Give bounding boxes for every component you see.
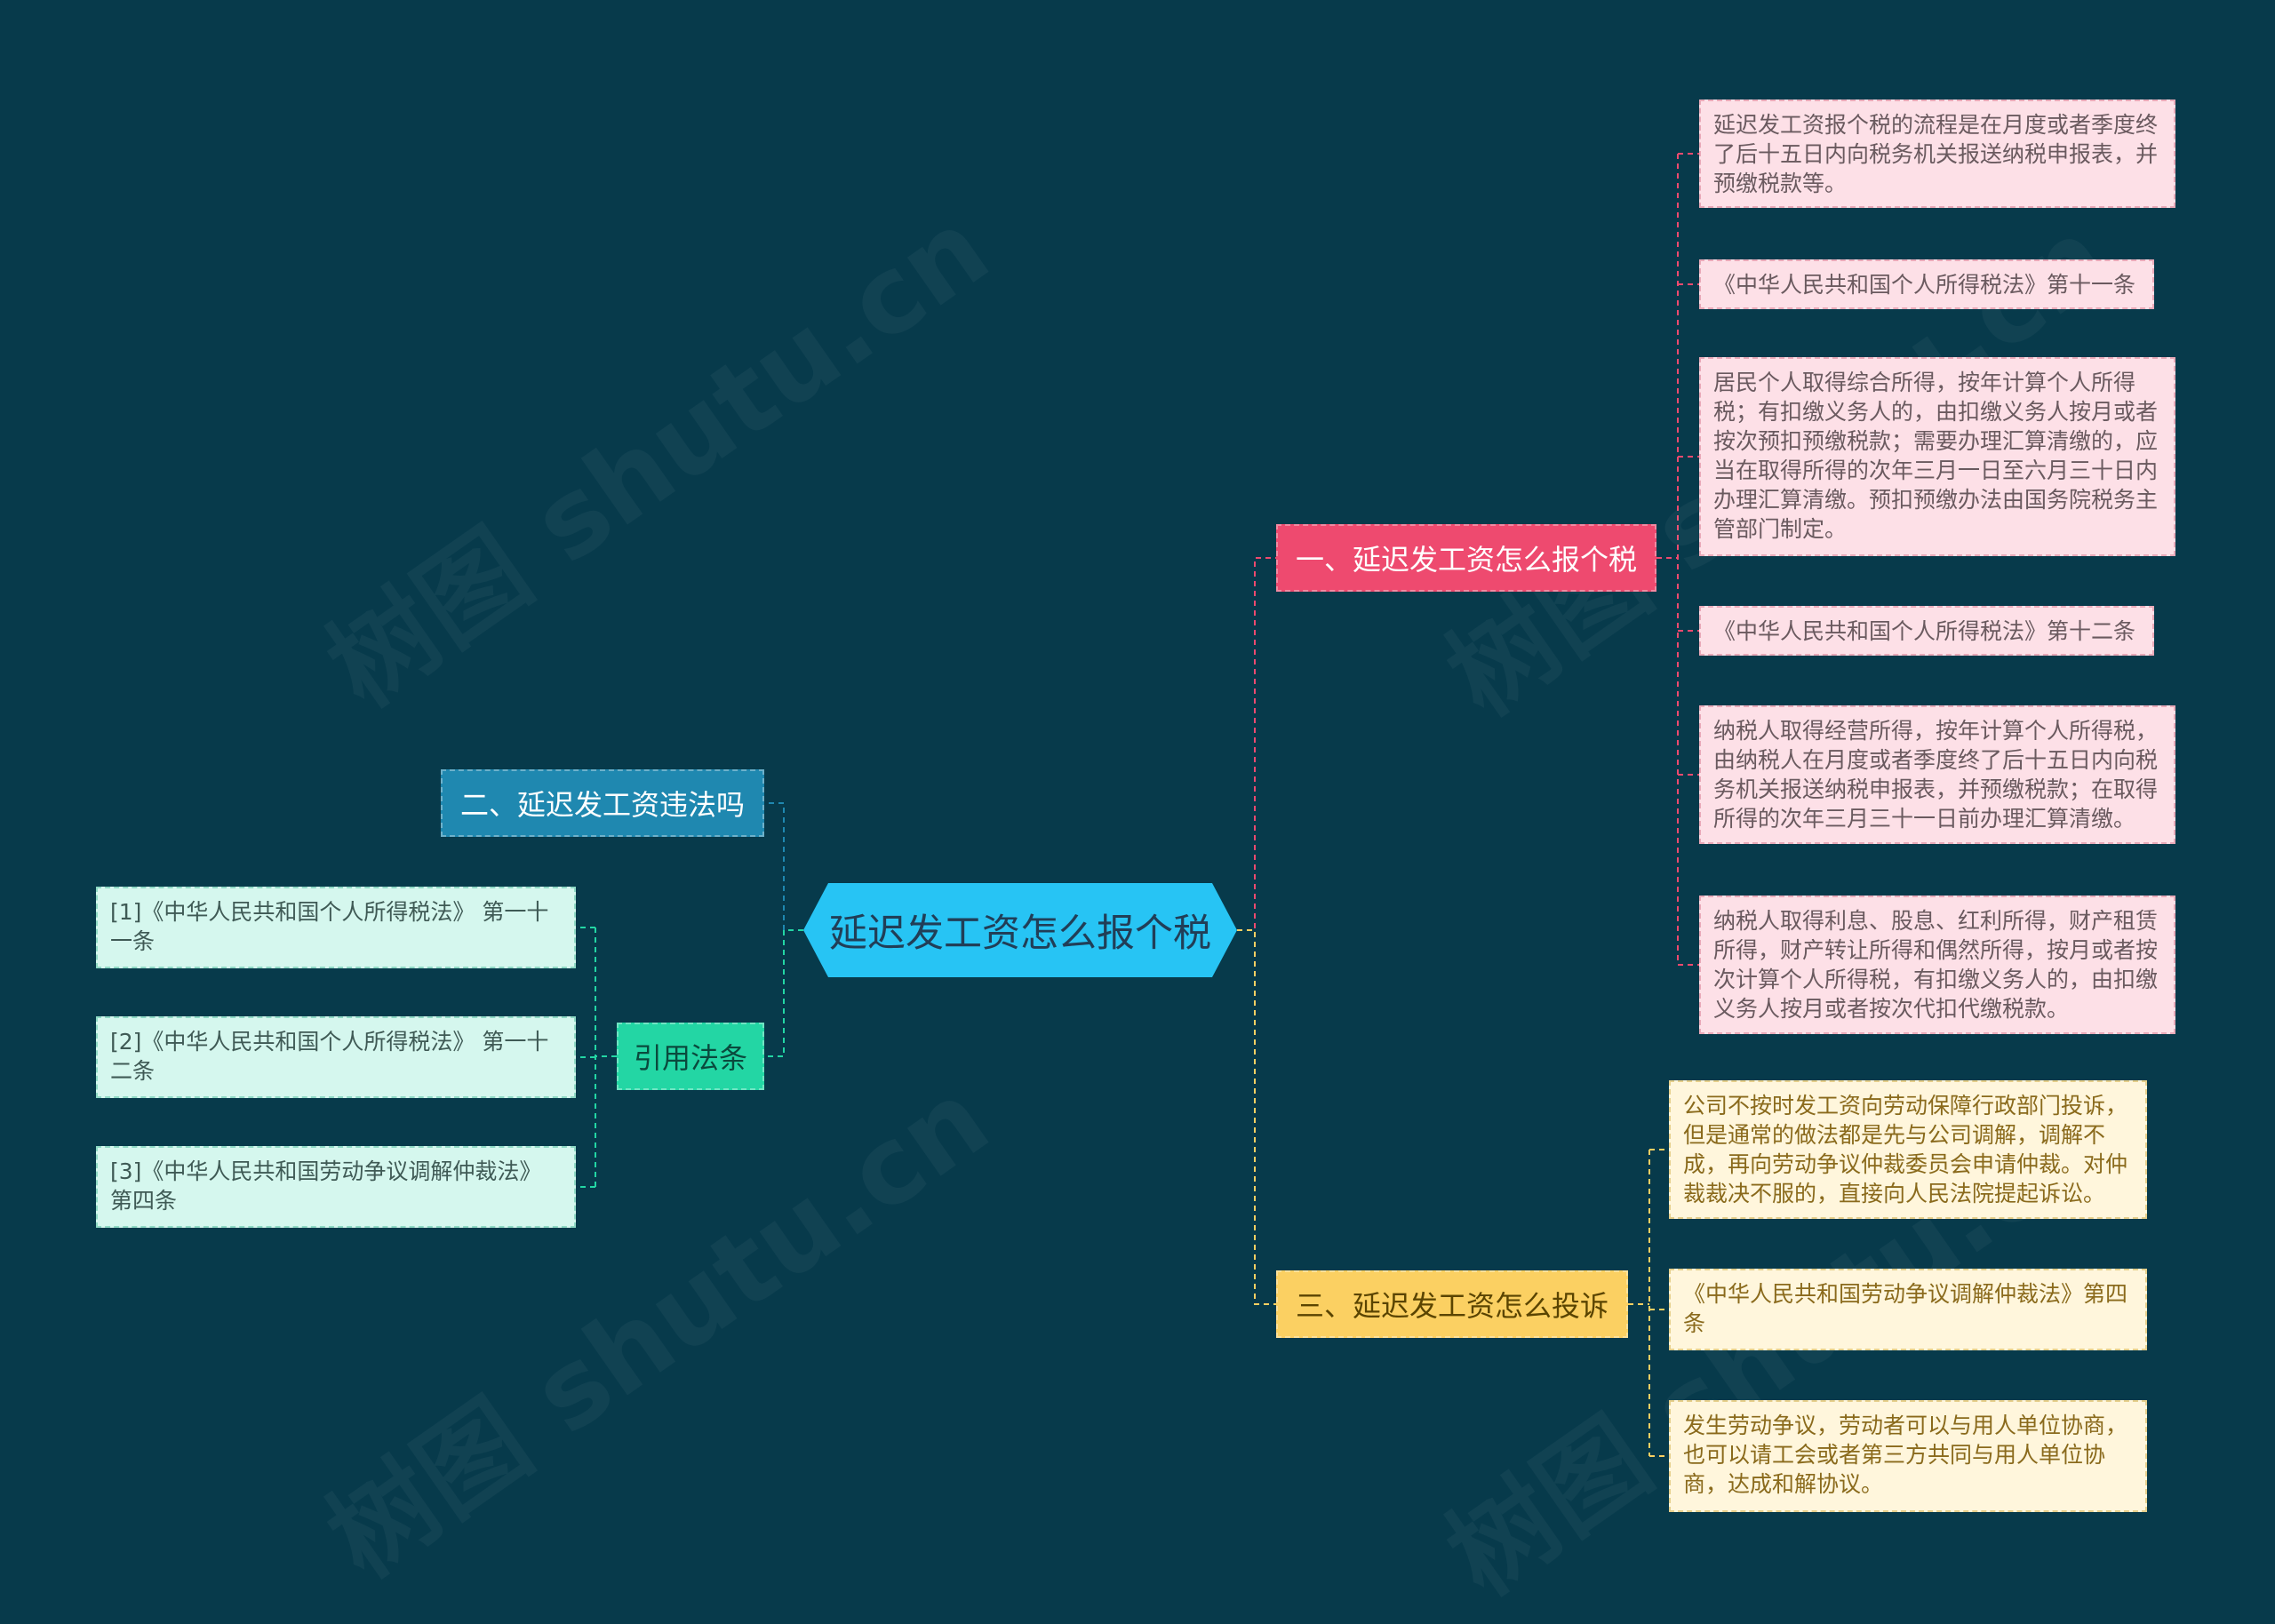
branch-topic-cited-laws[interactable]: 引用法条: [617, 1023, 764, 1090]
connector-central-branch-4: [764, 929, 803, 1057]
branch-topic-label: 三、延迟发工资怎么投诉: [1295, 1289, 1608, 1323]
leaf-topic-text: 《中华人民共和国劳动争议调解仲裁法》第四条: [1683, 1281, 2128, 1336]
leaf-topic[interactable]: 《中华人民共和国劳动争议调解仲裁法》第四条: [1669, 1269, 2147, 1350]
leaf-topic-text: 公司不按时发工资向劳动保障行政部门投诉，但是通常的做法都是先与公司调解，调解不成…: [1683, 1093, 2128, 1206]
leaf-topic-text: 《中华人民共和国个人所得税法》第十一条: [1713, 272, 2136, 298]
central-topic-label: 延迟发工资怎么报个税: [829, 912, 1211, 956]
branch-topic-label: 二、延迟发工资违法吗: [459, 788, 745, 822]
leaf-topic-text: 居民个人取得综合所得，按年计算个人所得税；有扣缴义务人的，由扣缴义务人按月或者按…: [1713, 370, 2159, 542]
leaf-topic-text: 延迟发工资报个税的流程是在月度或者季度终了后十五日内向税务机关报送纳税申报表，并…: [1713, 112, 2159, 196]
leaf-topic-text: 纳税人取得利息、股息、红利所得，财产租赁所得，财产转让所得和偶然所得，按月或者按…: [1713, 908, 2159, 1022]
branch-topic-is-it-illegal[interactable]: 二、延迟发工资违法吗: [441, 769, 764, 837]
leaf-topic-text: 《中华人民共和国个人所得税法》第十二条: [1713, 618, 2136, 644]
leaf-topic[interactable]: 发生劳动争议，劳动者可以与用人单位协商，也可以请工会或者第三方共同与用人单位协商…: [1669, 1400, 2147, 1512]
leaf-topic-text: 纳税人取得经营所得，按年计算个人所得税，由纳税人在月度或者季度终了后十五日内向税…: [1713, 718, 2159, 832]
leaf-topic[interactable]: 《中华人民共和国个人所得税法》第十一条: [1699, 259, 2154, 309]
leaf-topic-text: 发生劳动争议，劳动者可以与用人单位协商，也可以请工会或者第三方共同与用人单位协商…: [1683, 1413, 2128, 1497]
branch-topic-label: 引用法条: [633, 1041, 747, 1075]
leaf-topic-text: [3]《中华人民共和国劳动争议调解仲裁法》 第四条: [110, 1158, 542, 1214]
central-topic[interactable]: 延迟发工资怎么报个税: [803, 883, 1237, 977]
connector-central-branch-3: [1237, 929, 1276, 1305]
connector-central-branch-2: [764, 802, 803, 931]
leaf-topic[interactable]: 纳税人取得利息、股息、红利所得，财产租赁所得，财产转让所得和偶然所得，按月或者按…: [1699, 896, 2175, 1034]
leaf-topic-text: [2]《中华人民共和国个人所得税法》 第一十二条: [110, 1029, 549, 1084]
leaf-topic-citation[interactable]: [1]《中华人民共和国个人所得税法》 第一十一条: [96, 887, 576, 968]
branch-topic-label: 一、延迟发工资怎么报个税: [1295, 543, 1637, 577]
leaf-topic[interactable]: 延迟发工资报个税的流程是在月度或者季度终了后十五日内向税务机关报送纳税申报表，并…: [1699, 100, 2175, 208]
leaf-topic[interactable]: 《中华人民共和国个人所得税法》第十二条: [1699, 606, 2154, 656]
branch-topic-how-to-complain[interactable]: 三、延迟发工资怎么投诉: [1276, 1270, 1628, 1338]
leaf-topic-citation[interactable]: [2]《中华人民共和国个人所得税法》 第一十二条: [96, 1016, 576, 1098]
leaf-topic[interactable]: 纳税人取得经营所得，按年计算个人所得税，由纳税人在月度或者季度终了后十五日内向税…: [1699, 705, 2175, 844]
branch-topic-how-to-report-tax[interactable]: 一、延迟发工资怎么报个税: [1276, 524, 1656, 592]
connector-central-branch-1: [1237, 557, 1276, 931]
leaf-topic-text: [1]《中华人民共和国个人所得税法》 第一十一条: [110, 899, 549, 954]
leaf-topic[interactable]: 居民个人取得综合所得，按年计算个人所得税；有扣缴义务人的，由扣缴义务人按月或者按…: [1699, 357, 2175, 556]
leaf-topic-citation[interactable]: [3]《中华人民共和国劳动争议调解仲裁法》 第四条: [96, 1146, 576, 1228]
leaf-topic[interactable]: 公司不按时发工资向劳动保障行政部门投诉，但是通常的做法都是先与公司调解，调解不成…: [1669, 1080, 2147, 1219]
